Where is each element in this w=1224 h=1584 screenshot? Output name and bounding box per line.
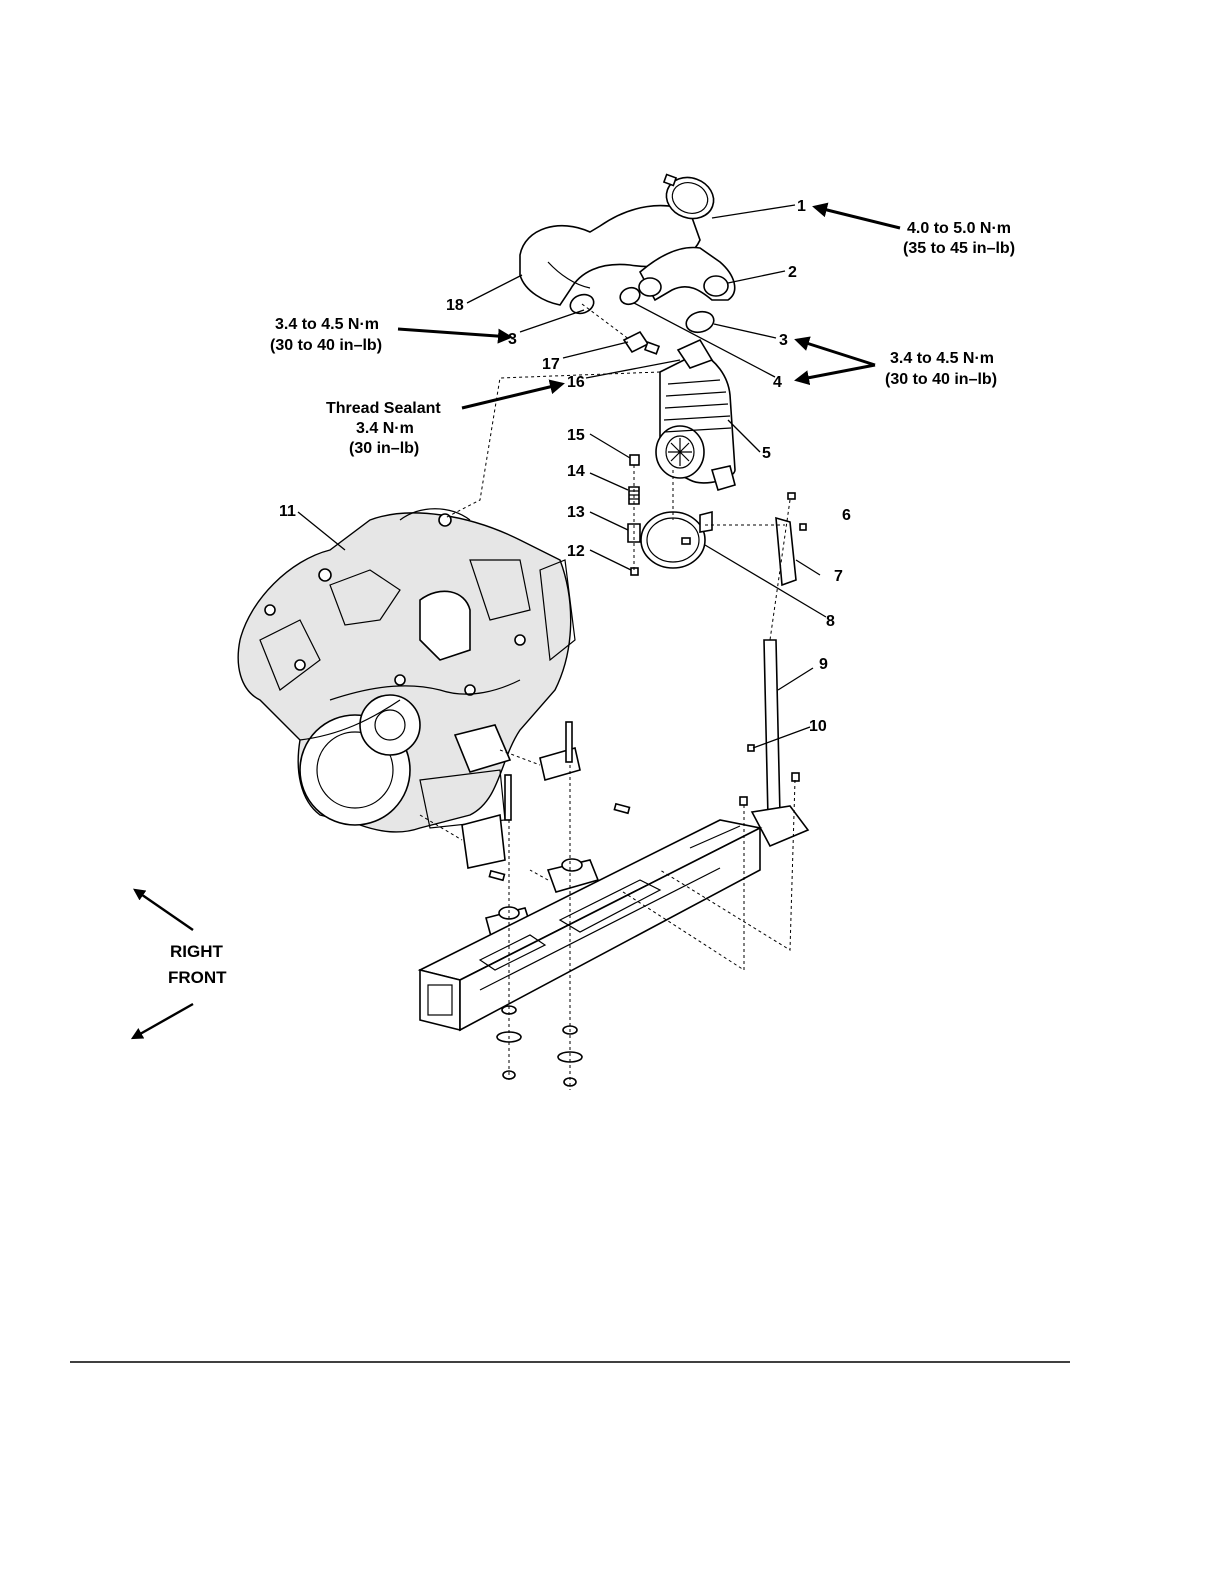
orientation-right: RIGHT (170, 942, 224, 961)
spec-sealant-line1: Thread Sealant (326, 400, 441, 417)
bracket-7 (776, 493, 806, 585)
spec-clamp-left-line1: 3.4 to 4.5 N·m (275, 316, 379, 333)
spec-clamp-top-line1: 4.0 to 5.0 N·m (907, 220, 1011, 237)
callout-15: 15 (567, 427, 585, 444)
fitting-17 (624, 332, 659, 354)
callout-3-left: 3 (508, 331, 517, 348)
callout-1: 1 (797, 198, 806, 215)
engine-mount-bracket-right (540, 722, 629, 813)
callout-12: 12 (567, 543, 585, 560)
spec-sealant-line3: (30 in–lb) (349, 440, 419, 457)
callout-17: 17 (542, 356, 560, 373)
spec-clamp-right-line1: 3.4 to 4.5 N·m (890, 350, 994, 367)
callout-6: 6 (842, 507, 851, 524)
orientation-arrows (133, 890, 193, 1038)
spec-clamp-top-line2: (35 to 45 in–lb) (903, 240, 1015, 257)
callout-11: 11 (279, 503, 296, 520)
callout-2: 2 (788, 264, 797, 281)
callout-10: 10 (809, 718, 827, 735)
callout-4: 4 (773, 374, 782, 391)
spec-clamp-left-line2: (30 to 40 in–lb) (270, 337, 382, 354)
callout-9: 9 (819, 656, 828, 673)
support-rod-9 (748, 640, 808, 846)
bolt-15 (630, 455, 639, 465)
orientation-labels: RIGHT FRONT (168, 942, 227, 987)
callout-3-right: 3 (779, 332, 788, 349)
callout-16: 16 (567, 374, 585, 391)
mounting-band-8 (641, 512, 712, 568)
orientation-front: FRONT (168, 968, 227, 987)
callout-14: 14 (567, 463, 585, 480)
callout-13: 13 (567, 504, 585, 521)
callout-7: 7 (834, 568, 843, 585)
spec-clamp-right-line2: (30 to 40 in–lb) (885, 371, 997, 388)
callout-5: 5 (762, 445, 771, 462)
engine-11 (238, 509, 575, 832)
spec-sealant-line2: 3.4 N·m (356, 420, 414, 437)
callout-18: 18 (446, 297, 464, 314)
callout-8: 8 (826, 613, 835, 630)
